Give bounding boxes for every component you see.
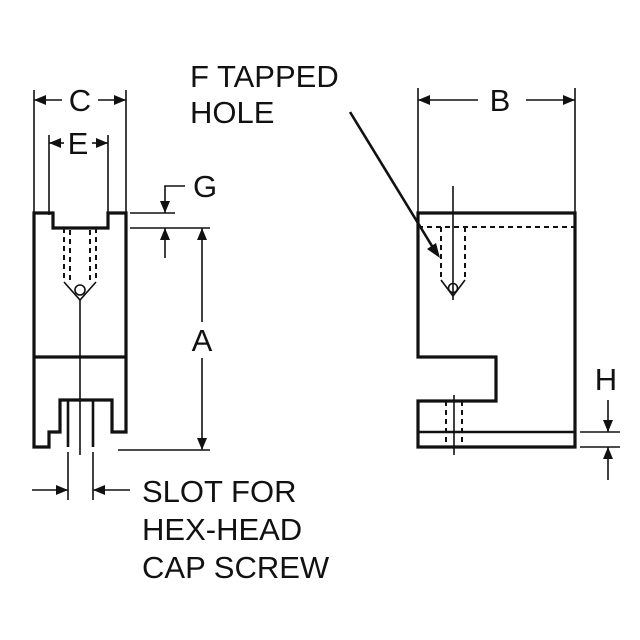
- front-tapped-hole: [63, 228, 97, 302]
- dim-e-label: E: [68, 126, 89, 161]
- dimension-e: E: [48, 126, 109, 215]
- side-view: [416, 186, 577, 455]
- tapped-hole-label-line1: F TAPPED: [190, 59, 339, 94]
- dim-b-label: B: [490, 83, 511, 118]
- tapped-hole-leader: F TAPPED HOLE: [190, 59, 440, 258]
- tapped-hole-label-line2: HOLE: [190, 95, 274, 130]
- slot-dimension: SLOT FOR HEX-HEAD CAP SCREW: [32, 452, 330, 585]
- dim-g-label: G: [193, 169, 217, 204]
- front-view-outline: [32, 211, 128, 449]
- side-view-outline: [416, 211, 577, 449]
- front-view: [32, 211, 128, 455]
- dimension-a: A: [118, 228, 213, 451]
- dim-a-label: A: [192, 323, 213, 358]
- slot-label-line3: CAP SCREW: [142, 550, 330, 585]
- dimension-g: G: [130, 169, 217, 258]
- side-tapped-hole: [440, 186, 466, 300]
- dimension-h: H: [580, 362, 620, 480]
- dim-h-label: H: [595, 362, 617, 397]
- dimension-c: C: [33, 83, 127, 213]
- dim-c-label: C: [69, 83, 91, 118]
- dimension-b: B: [417, 83, 576, 213]
- slot-label-line2: HEX-HEAD: [142, 512, 302, 547]
- slot-label-line1: SLOT FOR: [142, 474, 296, 509]
